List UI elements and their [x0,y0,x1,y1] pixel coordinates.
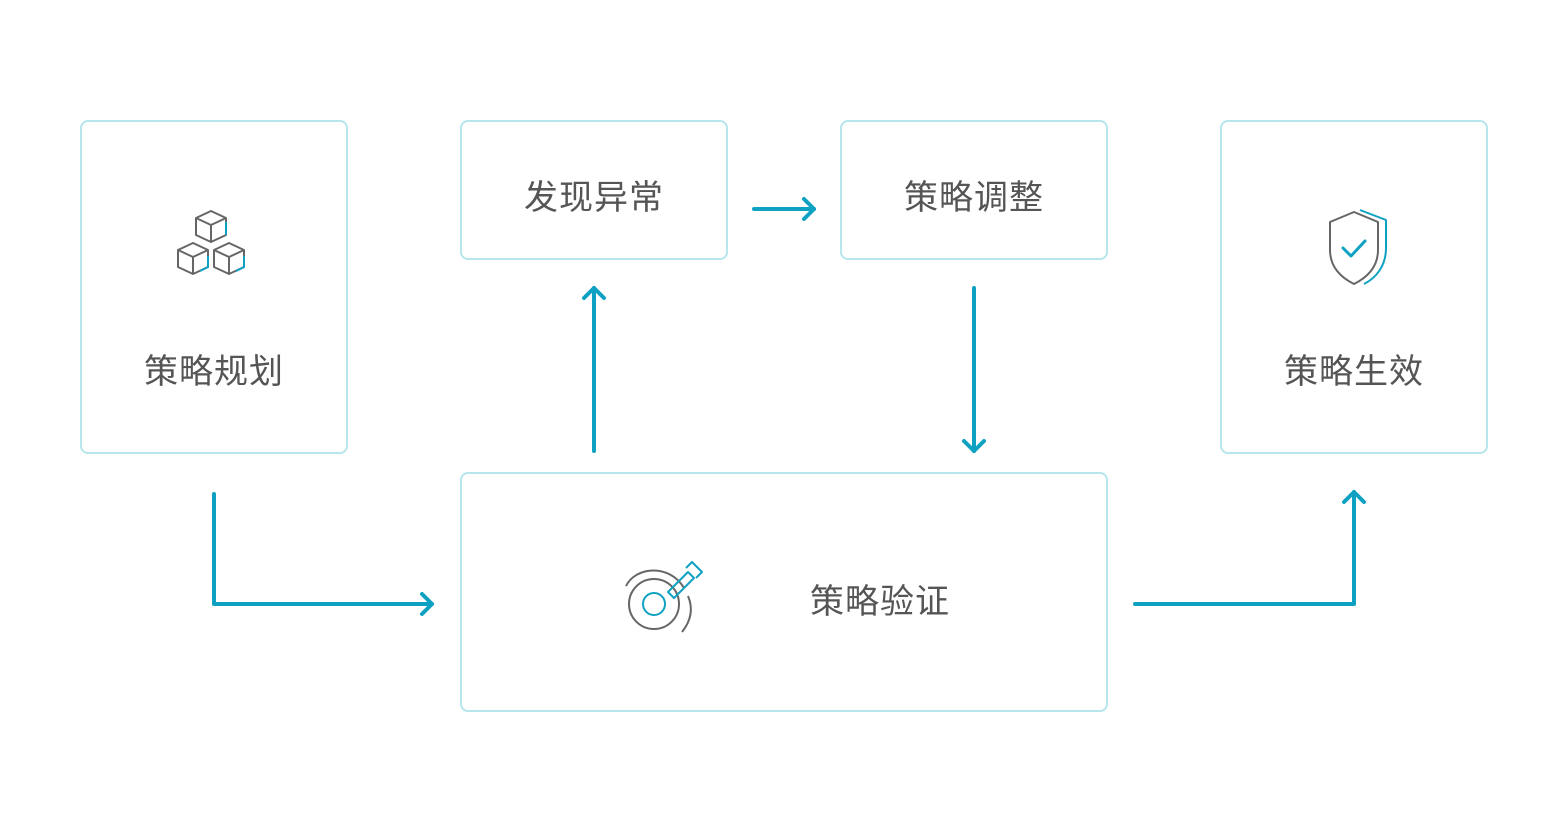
step-effective-box: 策略生效 [1220,120,1488,454]
step-effective-label: 策略生效 [1284,352,1424,392]
step-plan-box: 策略规划 [80,120,348,454]
shield-check-icon [1329,209,1387,285]
step-anomaly-box: 发现异常 [460,120,728,260]
step-anomaly-label: 发现异常 [524,178,664,218]
step-adjust-label: 策略调整 [904,178,1044,218]
arrow-verify-to-effective [1133,490,1356,606]
step-adjust-box: 策略调整 [840,120,1108,260]
step-verify-box: 策略验证 [460,472,1108,712]
target-lever-icon [625,561,703,633]
arrow-plan-to-verify [212,492,434,606]
step-verify-label: 策略验证 [810,582,950,622]
cubes-icon [177,210,245,275]
step-plan-label: 策略规划 [144,352,284,392]
